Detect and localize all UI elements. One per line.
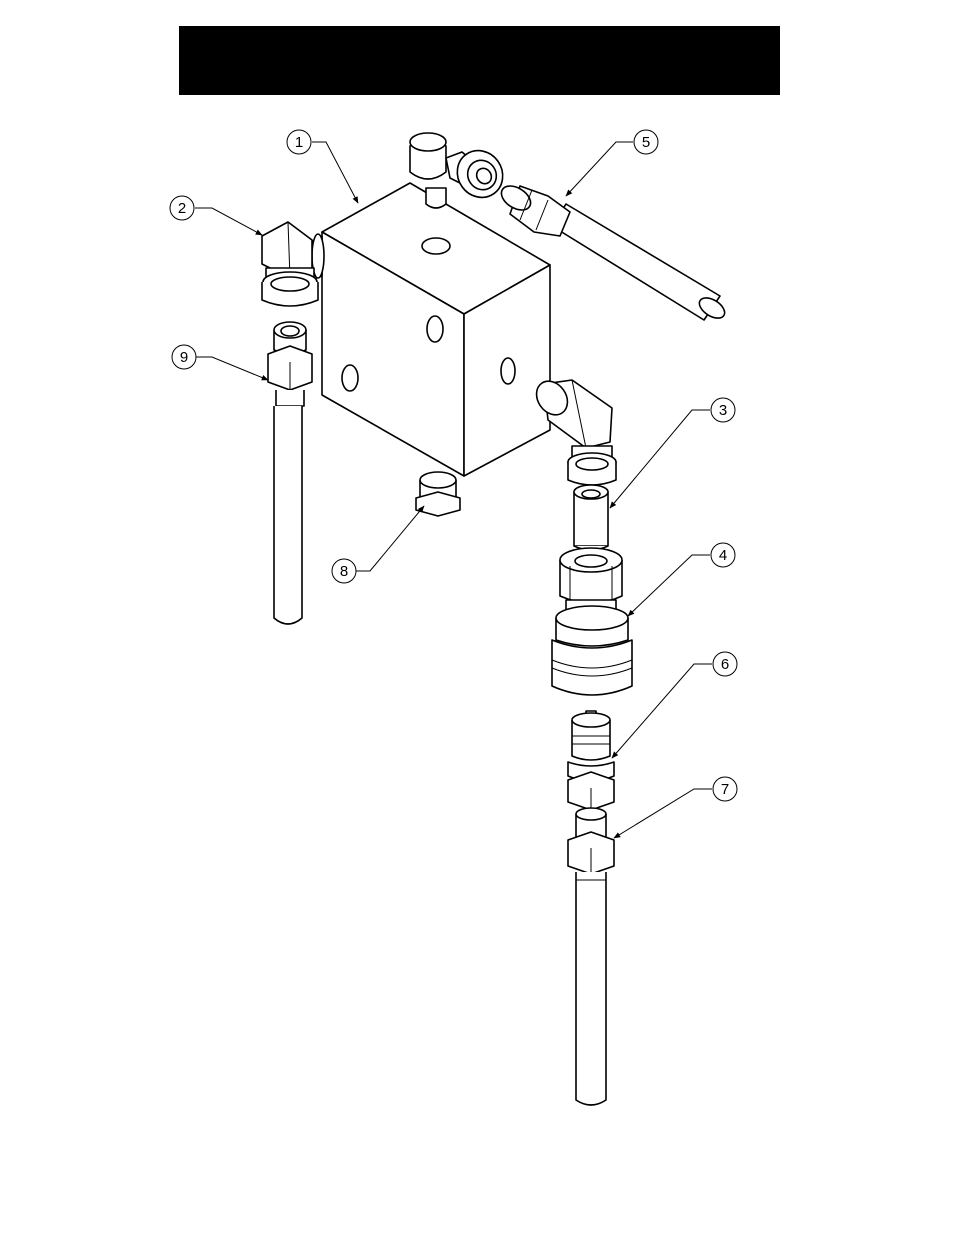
- callout-5-label: 5: [642, 134, 650, 151]
- callout-6-label: 6: [721, 656, 729, 673]
- callout-2: 2: [170, 196, 262, 235]
- callout-8-label: 8: [340, 563, 348, 580]
- callout-1: 1: [287, 130, 358, 203]
- left-elbow-fitting: [262, 222, 324, 306]
- callout-1-label: 1: [295, 134, 303, 151]
- quick-coupler-male: [568, 711, 614, 810]
- callout-8: 8: [332, 506, 424, 583]
- callout-3-label: 3: [719, 402, 727, 419]
- lower-straight-fitting-tube: [568, 808, 614, 1105]
- short-tube: [574, 485, 608, 550]
- callout-9: 9: [172, 345, 268, 380]
- callout-7: 7: [614, 777, 737, 838]
- callout-4: 4: [628, 543, 735, 616]
- callout-4-label: 4: [719, 547, 727, 564]
- callout-5: 5: [566, 130, 658, 196]
- callout-9-label: 9: [180, 349, 188, 366]
- left-straight-fitting-tube: [268, 322, 312, 624]
- callout-2-label: 2: [178, 200, 186, 217]
- manifold-block: [322, 183, 550, 476]
- callout-7-label: 7: [721, 781, 729, 798]
- quick-coupler-female: [552, 548, 632, 695]
- plug: [416, 472, 460, 516]
- top-elbow-fitting: [410, 133, 512, 208]
- callout-3: 3: [610, 398, 735, 508]
